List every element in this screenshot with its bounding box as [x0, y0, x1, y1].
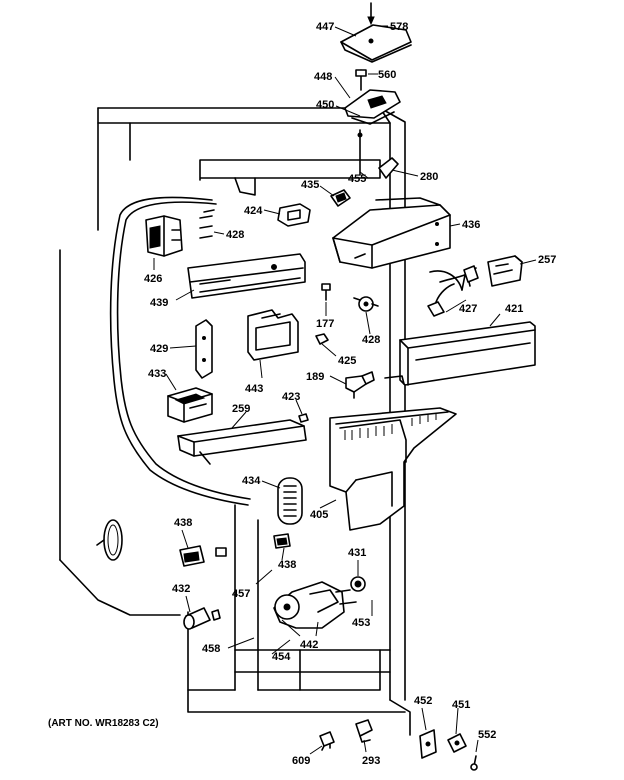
- part-436-fan-housing: [332, 197, 451, 269]
- label-293: 293: [362, 755, 380, 767]
- part-455-rod: [357, 129, 363, 176]
- part-259-shelf: [177, 419, 307, 465]
- label-431: 431: [348, 547, 366, 559]
- part-labels: 447 578 448 560 450 280 435 455 424 428 …: [48, 21, 556, 767]
- label-427: 427: [459, 303, 477, 315]
- label-458: 458: [202, 643, 220, 655]
- part-427-harness: [427, 265, 479, 317]
- part-442-thermostat: [273, 581, 357, 629]
- label-448: 448: [314, 71, 332, 83]
- part-426-terminal-block: [145, 215, 183, 257]
- label-425: 425: [338, 355, 356, 367]
- part-451-hinge: [447, 733, 467, 753]
- part-432-bulb: [183, 607, 221, 630]
- label-457: 457: [232, 588, 250, 600]
- label-189: 189: [306, 371, 324, 383]
- label-439: 439: [150, 297, 168, 309]
- label-609: 609: [292, 755, 310, 767]
- label-428-top: 428: [226, 229, 244, 241]
- label-443: 443: [245, 383, 263, 395]
- label-450: 450: [316, 99, 334, 111]
- label-560: 560: [378, 69, 396, 81]
- part-293-bushing: [355, 719, 373, 743]
- part-280-damper: [378, 157, 399, 179]
- label-259: 259: [232, 403, 250, 415]
- label-455: 455: [348, 173, 366, 185]
- label-432: 432: [172, 583, 190, 595]
- label-423: 423: [282, 391, 300, 403]
- part-424-switch: [277, 203, 311, 227]
- label-552: 552: [478, 729, 496, 741]
- part-405-air-duct: [329, 407, 457, 531]
- part-552-screw: [470, 755, 478, 771]
- part-439-bracket: [187, 253, 306, 299]
- label-435: 435: [301, 179, 319, 191]
- label-257: 257: [538, 254, 556, 266]
- drain-tube: [109, 196, 251, 506]
- part-189-elbow: [345, 371, 375, 399]
- part-434-grille: [277, 477, 303, 525]
- part-425-connector: [315, 333, 329, 345]
- art-number: (ART NO. WR18283 C2): [48, 718, 159, 729]
- drain-port: [96, 519, 123, 561]
- part-609-bushing: [319, 731, 335, 751]
- label-453: 453: [352, 617, 370, 629]
- label-280: 280: [420, 171, 438, 183]
- part-429-bracket: [195, 319, 213, 379]
- part-447-cover: [340, 24, 412, 63]
- leader-lines: [153, 25, 537, 755]
- label-454: 454: [272, 651, 291, 663]
- label-428: 428: [362, 334, 380, 346]
- part-428-clips: [199, 209, 215, 239]
- part-428-clip: [353, 296, 379, 312]
- label-578: 578: [390, 21, 408, 33]
- part-438-connector-right: [273, 533, 291, 549]
- part-257-timer: [487, 255, 523, 287]
- label-405: 405: [310, 509, 328, 521]
- label-447: 447: [316, 21, 334, 33]
- part-452-hinge-bracket: [419, 729, 437, 759]
- part-421-trim: [384, 321, 536, 386]
- label-421: 421: [505, 303, 523, 315]
- part-431-knob: [350, 576, 366, 592]
- part-448-housing: [344, 89, 401, 125]
- part-578-screw: [367, 2, 375, 26]
- label-438-left: 438: [174, 517, 192, 529]
- label-434: 434: [242, 475, 261, 487]
- label-433: 433: [148, 368, 166, 380]
- label-436: 436: [462, 219, 480, 231]
- label-438-right: 438: [278, 559, 296, 571]
- label-424: 424: [244, 205, 263, 217]
- part-177-screw: [321, 283, 331, 301]
- label-442: 442: [300, 639, 318, 651]
- part-443-bracket: [247, 309, 299, 361]
- part-423-clip: [298, 413, 309, 423]
- label-451: 451: [452, 699, 470, 711]
- label-452: 452: [414, 695, 432, 707]
- part-433-fan-motor: [167, 387, 213, 423]
- label-426: 426: [144, 273, 162, 285]
- label-429: 429: [150, 343, 168, 355]
- label-177: 177: [316, 318, 334, 330]
- part-560-screw: [355, 69, 367, 91]
- part-435-clip: [330, 189, 351, 207]
- part-438-connector-left: [179, 545, 227, 567]
